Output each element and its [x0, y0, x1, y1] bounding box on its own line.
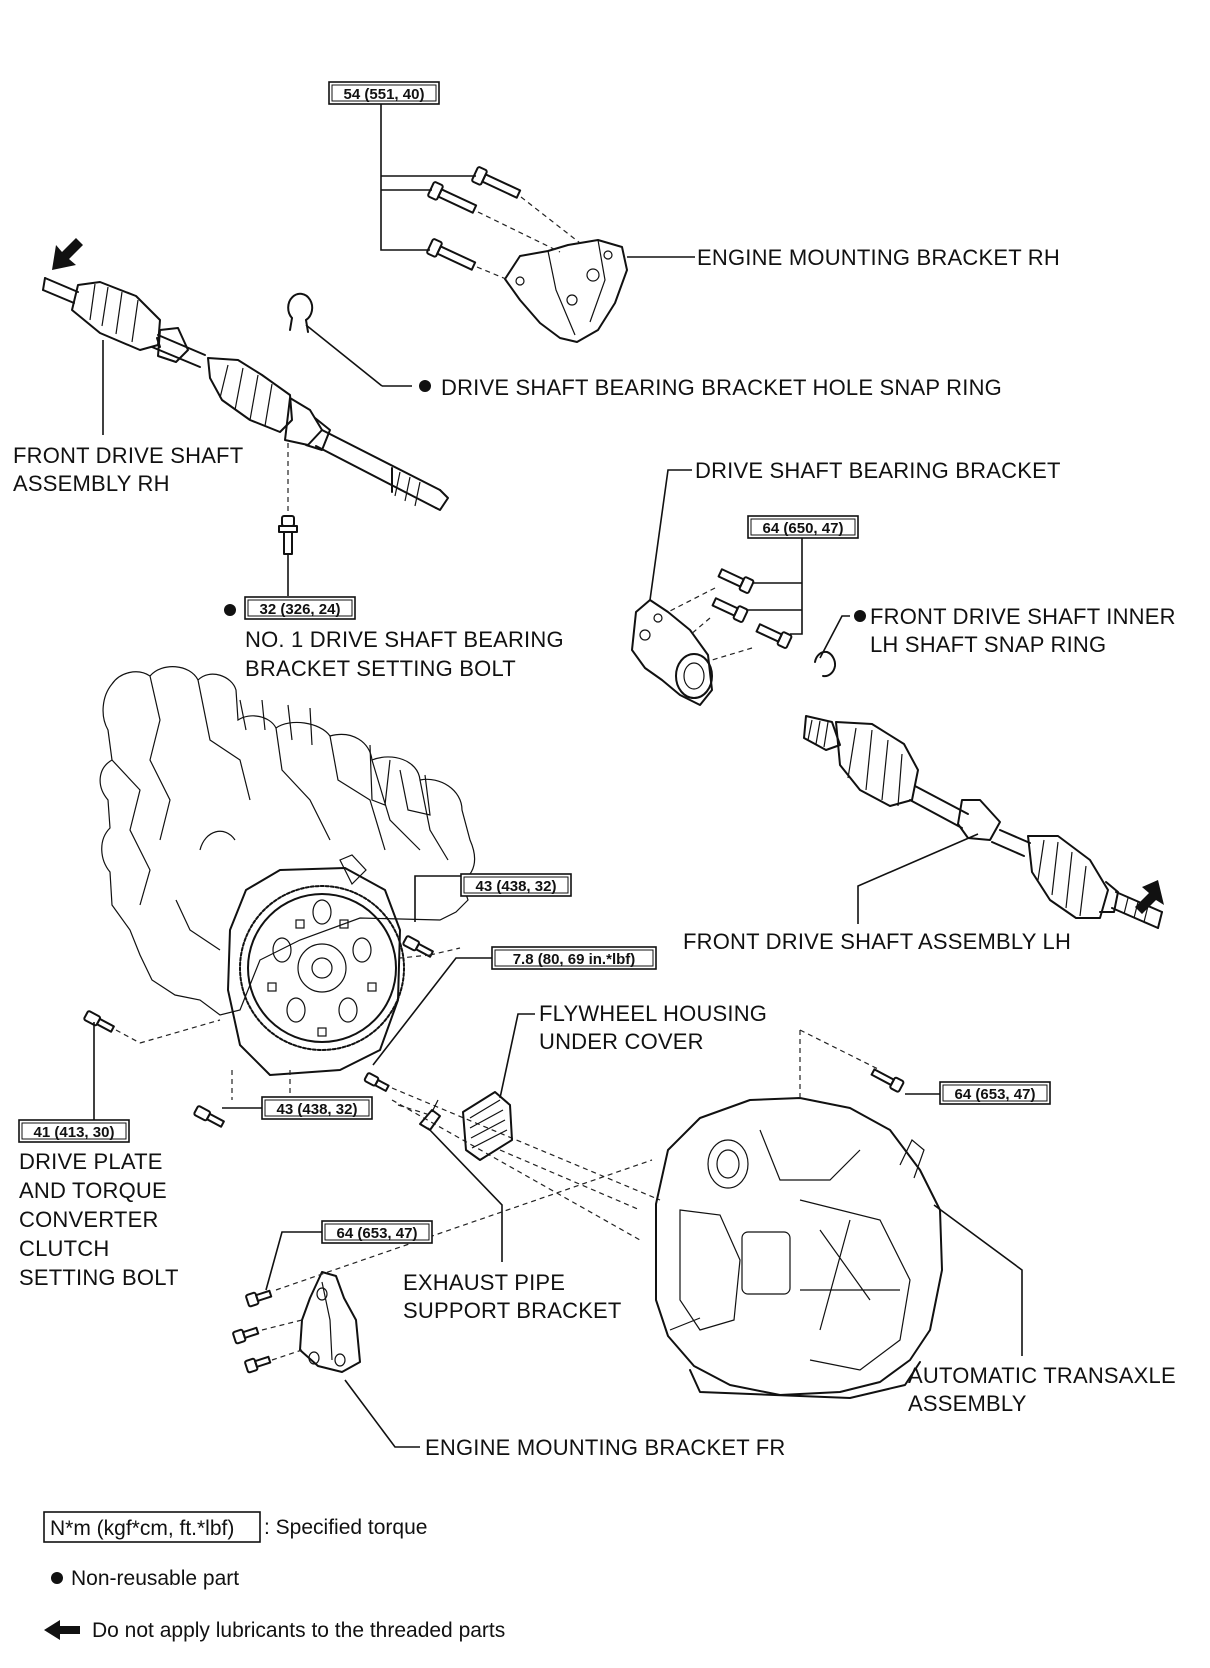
filled-circle-icon [51, 1572, 63, 1584]
label-drive-shaft-bearing-bracket: DRIVE SHAFT BEARING BRACKET [695, 458, 1061, 483]
torque-box-64-653-transaxle: 64 (653, 47) [939, 1081, 1051, 1105]
label-exhaust-1: EXHAUST PIPE [403, 1270, 565, 1295]
no-lubricant-arrow-rh-icon [52, 238, 83, 270]
torque-43-upper-text: 43 (438, 32) [476, 878, 557, 895]
engine-mounting-bracket-fr-part [299, 1271, 361, 1373]
torque-41-text: 41 (413, 30) [34, 1124, 115, 1141]
label-inner-snap-ring-1: FRONT DRIVE SHAFT INNER [870, 604, 1176, 629]
label-engine-mounting-bracket-rh: ENGINE MOUNTING BRACKET RH [697, 245, 1060, 270]
legend-lubricant-text: Do not apply lubricants to the threaded … [92, 1619, 505, 1642]
label-inner-snap-ring-2: LH SHAFT SNAP RING [870, 632, 1106, 657]
torque-64-653-bracket-text: 64 (653, 47) [337, 1225, 418, 1242]
nonreusable-dot-setting-bolt-icon [224, 604, 236, 616]
legend-torque-box-text: N*m (kgf*cm, ft.*lbf) [50, 1517, 234, 1540]
exhaust-pipe-support-bracket-part [419, 1099, 441, 1131]
label-drive-plate-4: CLUTCH [19, 1236, 109, 1261]
bolt-43-lower-part [193, 1105, 225, 1128]
bolt-64-transaxle-part [870, 1068, 905, 1093]
label-setting-bolt-2: BRACKET SETTING BOLT [245, 656, 516, 681]
label-drive-plate-5: SETTING BOLT [19, 1265, 179, 1290]
label-setting-bolt-1: NO. 1 DRIVE SHAFT BEARING [245, 627, 564, 652]
legend-nonreusable-text: Non-reusable part [71, 1567, 239, 1590]
torque-box-41: 41 (413, 30) [18, 1119, 130, 1143]
label-exhaust-2: SUPPORT BRACKET [403, 1298, 622, 1323]
label-transaxle-1: AUTOMATIC TRANSAXLE [908, 1363, 1176, 1388]
label-drive-plate-3: CONVERTER [19, 1207, 159, 1232]
label-transaxle-2: ASSEMBLY [908, 1391, 1027, 1416]
engine-block-outline [99, 666, 476, 1016]
torque-box-64-650: 64 (650, 47) [747, 515, 859, 539]
engine-mounting-bracket-rh-part [504, 239, 628, 343]
bracket-fr-bolts [232, 1289, 273, 1374]
label-flywheel-cover-1: FLYWHEEL HOUSING [539, 1001, 767, 1026]
torque-32-text: 32 (326, 24) [260, 601, 341, 618]
flywheel-housing-part [227, 867, 401, 1076]
label-flywheel-cover-2: UNDER COVER [539, 1029, 704, 1054]
left-arrow-icon [44, 1620, 80, 1640]
setting-bolt-part [278, 515, 298, 555]
torque-box-7-8: 7.8 (80, 69 in.*lbf) [491, 946, 657, 970]
nonreusable-dot-snap-ring-icon [419, 380, 431, 392]
nonreusable-dot-inner-snap-ring-icon [854, 610, 866, 622]
bolt-7-8-part [363, 1072, 390, 1092]
label-engine-mounting-bracket-fr: ENGINE MOUNTING BRACKET FR [425, 1435, 786, 1460]
no-lubricant-arrow-lh-icon [1135, 880, 1164, 914]
label-drive-plate-1: DRIVE PLATE [19, 1149, 163, 1174]
front-drive-shaft-lh-part [803, 715, 1163, 929]
flywheel-housing-under-cover-part [462, 1091, 513, 1161]
legend-torque-text: : Specified torque [264, 1516, 427, 1539]
torque-64-650-text: 64 (650, 47) [763, 520, 844, 537]
bracket-rh-bolts [426, 166, 522, 271]
inner-snap-ring-part [814, 651, 836, 678]
label-front-drive-shaft-rh-1: FRONT DRIVE SHAFT [13, 443, 243, 468]
torque-box-43-upper: 43 (438, 32) [460, 873, 572, 897]
torque-64-653-transaxle-text: 64 (653, 47) [955, 1086, 1036, 1103]
bearing-bracket-bolts [711, 568, 793, 649]
torque-box-32: 32 (326, 24) [244, 596, 356, 620]
torque-box-54: 54 (551, 40) [328, 81, 440, 105]
torque-54-text: 54 (551, 40) [344, 86, 425, 103]
bolt-41-part [83, 1010, 115, 1033]
torque-box-43-lower: 43 (438, 32) [261, 1096, 373, 1120]
label-snap-ring-hole: DRIVE SHAFT BEARING BRACKET HOLE SNAP RI… [441, 375, 1002, 400]
torque-7-8-text: 7.8 (80, 69 in.*lbf) [513, 951, 636, 968]
torque-box-64-653-bracket: 64 (653, 47) [321, 1220, 433, 1244]
drive-plate-part [239, 885, 405, 1051]
front-drive-shaft-rh-part [42, 277, 449, 511]
label-drive-plate-2: AND TORQUE [19, 1178, 167, 1203]
label-front-drive-shaft-lh: FRONT DRIVE SHAFT ASSEMBLY LH [683, 929, 1071, 954]
legend: N*m (kgf*cm, ft.*lbf) : Specified torque… [43, 1511, 505, 1642]
drive-shaft-bearing-bracket-part [631, 599, 713, 706]
torque-43-lower-text: 43 (438, 32) [277, 1101, 358, 1118]
automatic-transaxle-part [655, 1097, 943, 1399]
label-front-drive-shaft-rh-2: ASSEMBLY RH [13, 471, 170, 496]
